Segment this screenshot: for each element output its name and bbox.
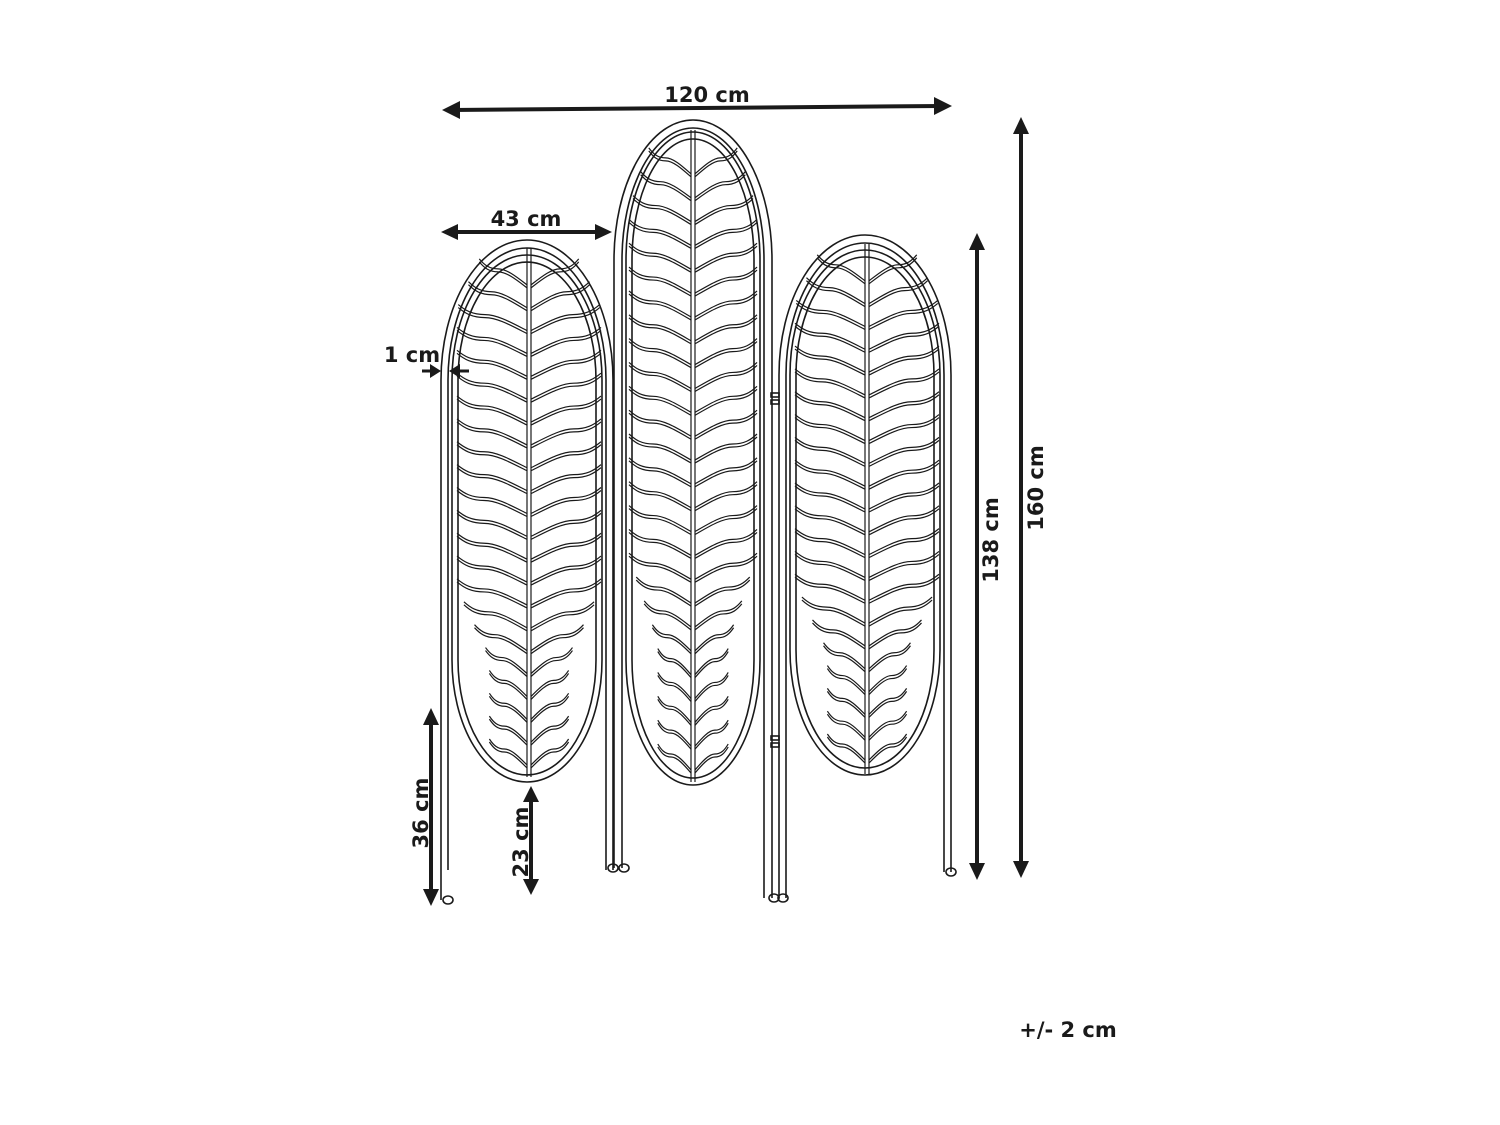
side-panel-height-label: 138 cm: [979, 497, 1003, 582]
frame-thickness-dimension: 1 cm: [384, 343, 469, 378]
leg-clearance-label: 23 cm: [509, 807, 533, 878]
total-width-label: 120 cm: [664, 83, 749, 107]
leg-clearance-dimension: 23 cm: [509, 786, 539, 895]
center-panel-ribs: [628, 147, 758, 774]
right-panel-inner-frame: [785, 242, 945, 898]
total-height-label: 160 cm: [1024, 445, 1048, 530]
right-panel: [777, 234, 957, 903]
panel-width-label: 43 cm: [491, 207, 562, 231]
total-width-dimension: 120 cm: [442, 83, 952, 119]
right-panel-outer-frame: [778, 234, 952, 898]
tolerance-note: +/- 2 cm: [1019, 1018, 1117, 1042]
center-panel: [613, 119, 780, 903]
panel-width-dimension: 43 cm: [441, 207, 612, 240]
total-height-dimension: 160 cm: [1013, 117, 1048, 878]
center-panel-outer-frame: [613, 119, 773, 898]
leg-height-label: 36 cm: [409, 778, 433, 849]
center-panel-leaf-outline: [625, 131, 761, 786]
leg-height-dimension: 36 cm: [409, 708, 439, 906]
right-panel-ribs: [794, 254, 940, 764]
left-panel: [440, 239, 619, 905]
side-panel-height-dimension: 138 cm: [969, 233, 1003, 880]
frame-thickness-label: 1 cm: [384, 343, 440, 367]
left-panel-ribs: [456, 258, 602, 769]
right-panel-leaf-outline: [789, 249, 941, 776]
left-panel-leaf-outline: [451, 254, 603, 783]
left-panel-outer-frame: [440, 239, 614, 900]
center-panel-inner-frame: [621, 127, 765, 898]
